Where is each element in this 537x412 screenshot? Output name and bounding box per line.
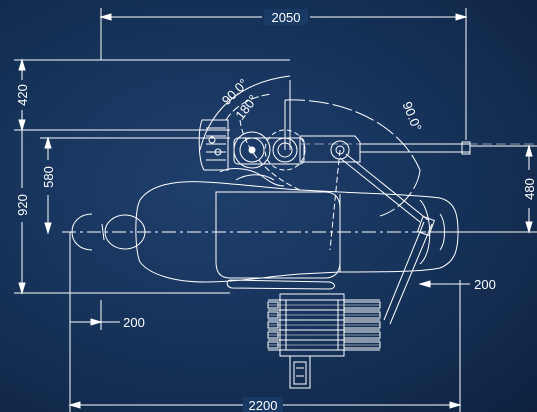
dim-left-upper-label: 420 — [15, 84, 30, 106]
rotating-unit — [198, 119, 537, 171]
headrest — [71, 213, 146, 251]
dim-bottom-label: 2200 — [249, 398, 278, 412]
dim-left-inner-label: 580 — [41, 166, 56, 188]
dim-left-full-label: 920 — [15, 194, 30, 216]
instrument-console — [267, 293, 381, 389]
dim-top-label: 2050 — [272, 10, 301, 25]
chair-body — [135, 168, 459, 290]
dim-right — [418, 144, 537, 288]
dim-right-height-label: 480 — [522, 178, 537, 200]
dim-left — [14, 58, 290, 330]
instrument-holders — [267, 299, 381, 351]
delivery-arm — [329, 149, 436, 325]
dim-right-offset-label: 200 — [474, 277, 496, 292]
dim-left-offset-label: 200 — [123, 315, 145, 330]
dim-top — [99, 8, 468, 140]
angle-right-label: 90.0° — [400, 99, 425, 133]
